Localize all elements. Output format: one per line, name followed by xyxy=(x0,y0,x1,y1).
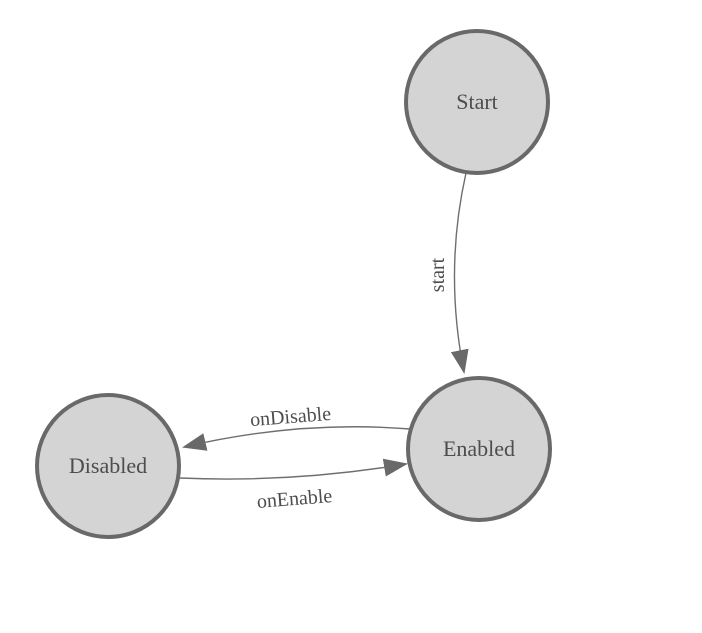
state-node-disabled[interactable] xyxy=(35,393,181,539)
edge-label-start: start xyxy=(427,257,449,292)
edge-label-onenable: onEnable xyxy=(256,485,333,513)
edge-disabled-to-enabled[interactable] xyxy=(179,458,408,480)
edge-enabled-to-disabled[interactable] xyxy=(182,426,411,451)
edge-start-to-enabled[interactable] xyxy=(450,172,469,374)
state-node-enabled[interactable] xyxy=(406,376,552,522)
state-node-start[interactable] xyxy=(404,29,550,175)
